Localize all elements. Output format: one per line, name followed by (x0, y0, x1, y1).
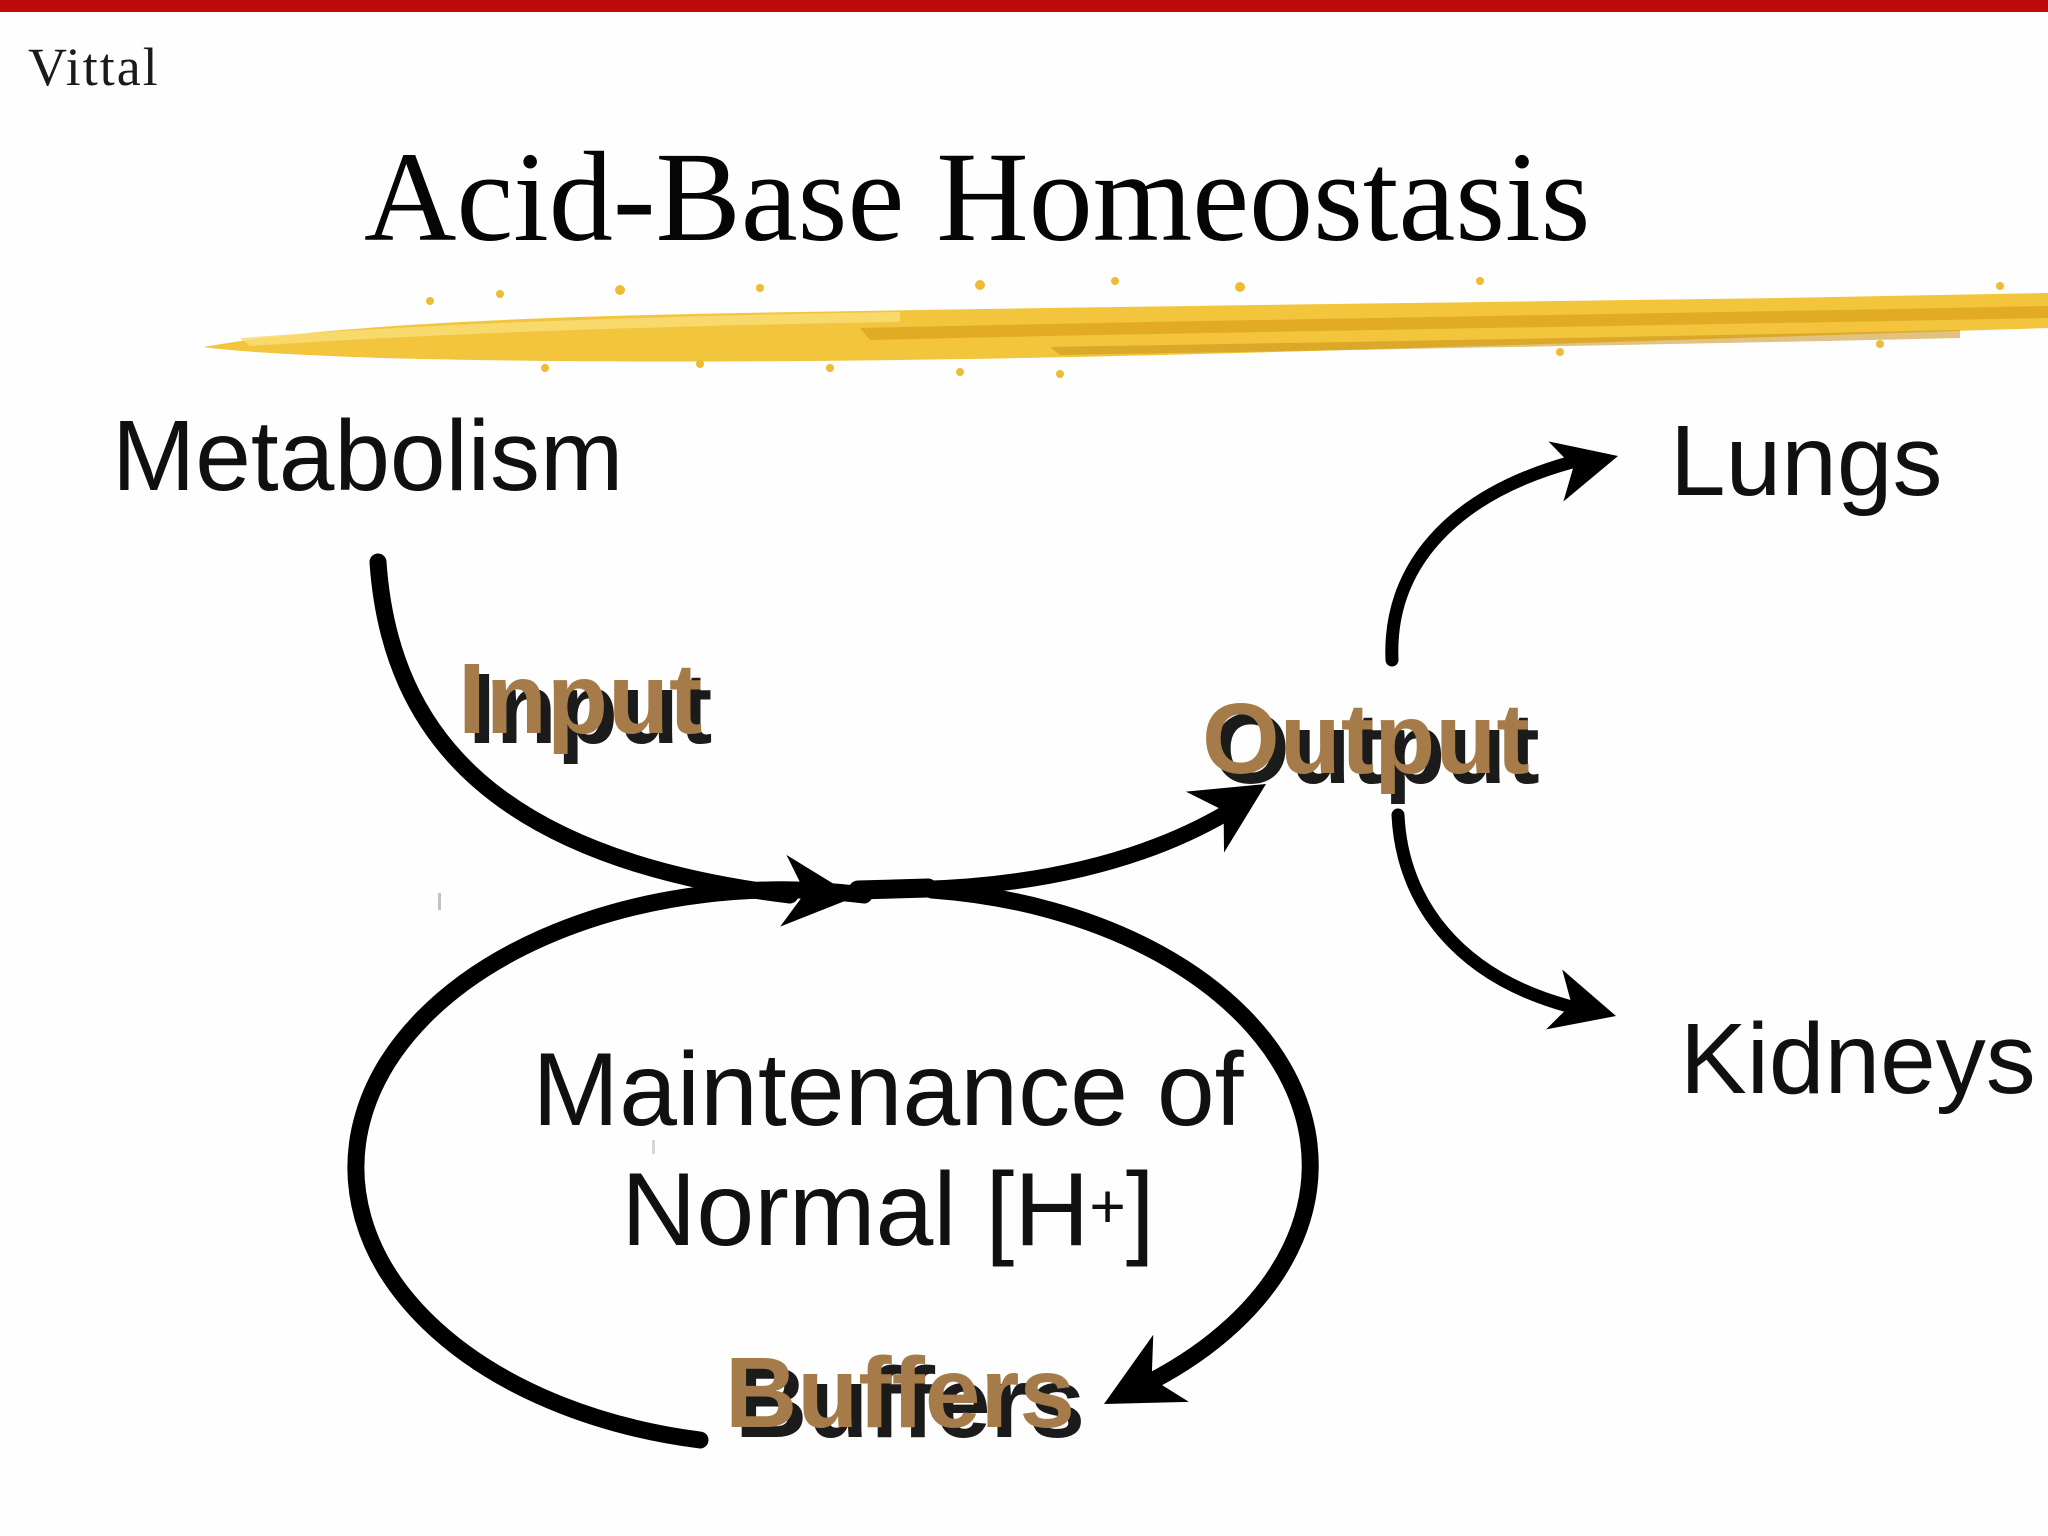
flow-label-buffers: Buffers (725, 1337, 1076, 1449)
kidneys-arrowhead (1546, 969, 1616, 1030)
node-lungs: Lungs (1670, 405, 1943, 517)
page-title: Acid-Base Homeostasis (364, 126, 1591, 268)
cycle-left-arc (347, 881, 873, 1449)
input-arrow-curve (369, 553, 799, 904)
flow-label-input: Input (458, 643, 703, 755)
gold-brush-underline (203, 277, 2048, 378)
h-plus-superscript: + (1089, 1172, 1126, 1242)
lungs-arrowhead (1548, 441, 1618, 502)
input-arrowhead (780, 854, 855, 927)
artifact-tick-2 (652, 1140, 655, 1154)
output-arrowhead (1185, 784, 1266, 853)
kidneys-arrow-curve (1391, 808, 1575, 1013)
cycle-right-arc (923, 881, 1319, 1391)
output-arrow-curve (912, 804, 1236, 897)
artifact-tick-1 (438, 893, 441, 910)
flow-label-output: Output (1202, 683, 1530, 795)
maintenance-line2-pre: Normal [H (621, 1152, 1090, 1268)
node-maintenance-line1: Maintenance of (532, 1032, 1244, 1148)
watermark-text: Vittal (28, 37, 160, 97)
node-metabolism: Metabolism (112, 400, 624, 512)
maintenance-line2-post: ] (1125, 1152, 1155, 1268)
flow-arrows (347, 455, 1579, 1449)
arrowheads (780, 441, 1618, 1404)
top-red-bar (0, 0, 2048, 12)
buffers-arrowhead (1104, 1334, 1189, 1404)
node-kidneys: Kidneys (1680, 1003, 2036, 1115)
node-maintenance-line2: Normal [H+] (621, 1158, 1154, 1262)
lungs-arrow-curve (1385, 455, 1579, 667)
